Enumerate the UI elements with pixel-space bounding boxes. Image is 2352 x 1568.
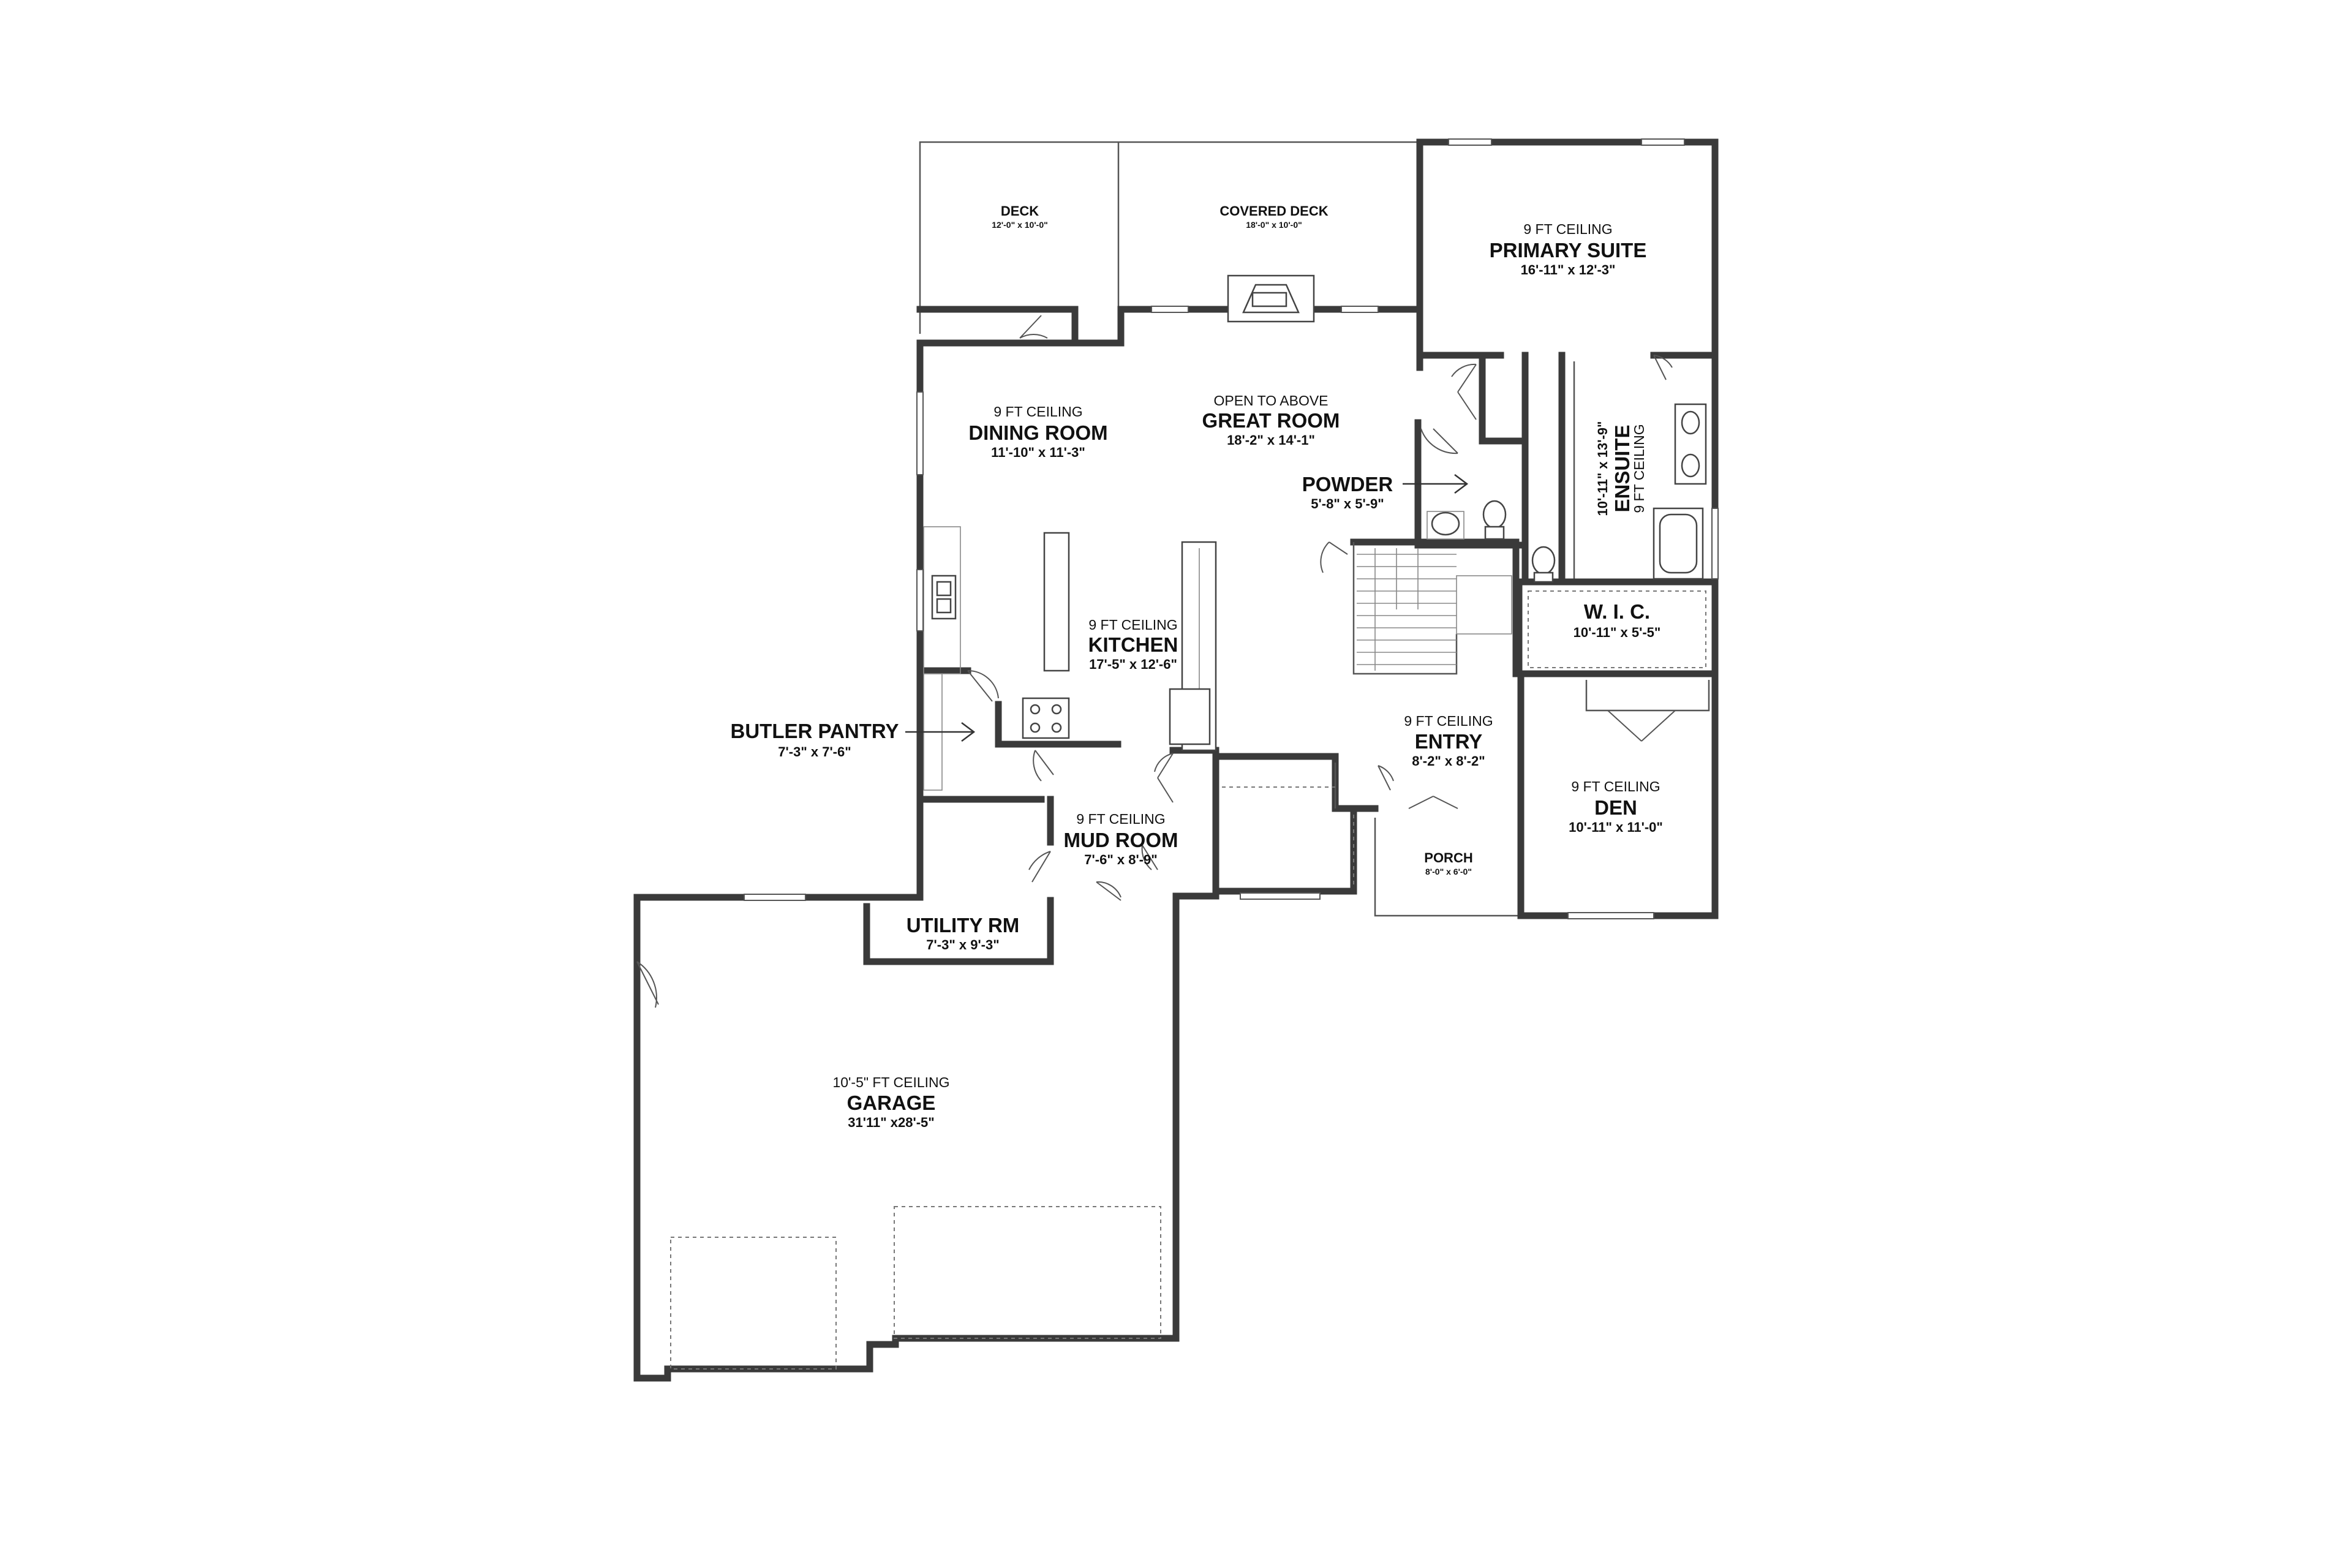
dining-room-name: DINING ROOM bbox=[968, 421, 1107, 444]
primary-suite-dimensions: 16'-11" x 12'-3" bbox=[1521, 262, 1616, 277]
den-name: DEN bbox=[1594, 796, 1637, 819]
butler-pantry-name: BUTLER PANTRY bbox=[731, 720, 899, 742]
entry-ceiling: 9 FT CEILING bbox=[1404, 713, 1493, 729]
ensuite-ceiling: 9 FT CEILING bbox=[1631, 424, 1647, 513]
kitchen-name: KITCHEN bbox=[1088, 633, 1178, 656]
dining-room-dimensions: 11'-10" x 11'-3" bbox=[991, 445, 1085, 460]
wic-name: W. I. C. bbox=[1584, 600, 1650, 623]
doors bbox=[636, 315, 1676, 1008]
kitchen-ceiling: 9 FT CEILING bbox=[1088, 617, 1177, 633]
interior-walls bbox=[670, 274, 1719, 1370]
porch-name: PORCH bbox=[1424, 850, 1472, 865]
mud-room-name: MUD ROOM bbox=[1064, 829, 1178, 851]
room-labels: DECK 12'-0" x 10'-0" COVERED DECK 18'-0"… bbox=[731, 203, 1663, 1130]
entry-name: ENTRY bbox=[1415, 730, 1483, 753]
deck-dimensions: 12'-0" x 10'-0" bbox=[992, 220, 1048, 230]
garage-name: GARAGE bbox=[847, 1091, 936, 1114]
mud-room-dimensions: 7'-6" x 8'-9" bbox=[1084, 852, 1157, 867]
deck-outline bbox=[919, 141, 1420, 334]
great-room-dimensions: 18'-2" x 14'-1" bbox=[1227, 432, 1315, 448]
powder-dimensions: 5'-8" x 5'-9" bbox=[1311, 496, 1384, 511]
pointer-arrows bbox=[905, 474, 1469, 742]
deck-name: DECK bbox=[1001, 203, 1039, 219]
mud-room-ceiling: 9 FT CEILING bbox=[1076, 811, 1165, 827]
windows bbox=[744, 138, 1719, 919]
wic-dimensions: 10'-11" x 5'-5" bbox=[1574, 625, 1661, 640]
great-room-ceiling: OPEN TO ABOVE bbox=[1213, 393, 1328, 409]
den-dimensions: 10'-11" x 11'-0" bbox=[1569, 820, 1663, 835]
great-room-name: GREAT ROOM bbox=[1202, 409, 1340, 432]
covered-deck-dimensions: 18'-0" x 10'-0" bbox=[1246, 220, 1302, 230]
den-ceiling: 9 FT CEILING bbox=[1571, 778, 1660, 794]
primary-suite-name: PRIMARY SUITE bbox=[1490, 239, 1647, 262]
garage-dimensions: 31'11" x28'-5" bbox=[848, 1115, 934, 1130]
powder-name: POWDER bbox=[1302, 473, 1393, 496]
kitchen-dimensions: 17'-5" x 12'-6" bbox=[1089, 657, 1177, 672]
exterior-walls bbox=[633, 138, 1719, 1382]
ensuite-dimensions: 10'-11" x 13'-9" bbox=[1595, 421, 1610, 516]
garage-ceiling: 10'-5" FT CEILING bbox=[832, 1074, 949, 1090]
dining-room-ceiling: 9 FT CEILING bbox=[993, 404, 1082, 420]
ensuite-name: ENSUITE bbox=[1611, 424, 1634, 512]
utility-rm-name: UTILITY RM bbox=[907, 914, 1020, 937]
covered-deck-name: COVERED DECK bbox=[1219, 203, 1328, 219]
utility-rm-dimensions: 7'-3" x 9'-3" bbox=[926, 937, 999, 952]
primary-suite-ceiling: 9 FT CEILING bbox=[1523, 221, 1612, 237]
butler-pantry-dimensions: 7'-3" x 7'-6" bbox=[778, 744, 851, 760]
entry-dimensions: 8'-2" x 8'-2" bbox=[1412, 753, 1485, 769]
porch-dimensions: 8'-0" x 6'-0" bbox=[1425, 867, 1472, 876]
stairs bbox=[1357, 548, 1512, 671]
